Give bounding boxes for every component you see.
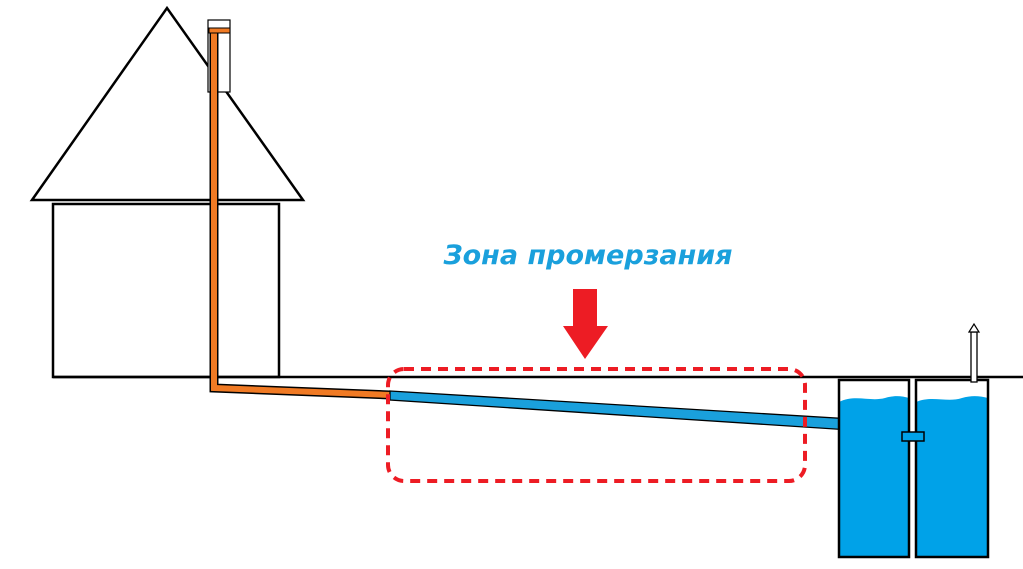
tank-vent-tip xyxy=(967,322,981,333)
vent-pipe-icon xyxy=(208,27,391,400)
down-arrow-icon xyxy=(563,289,608,359)
house-icon xyxy=(29,5,306,379)
house-wall xyxy=(51,202,281,379)
tank-chamber-2-water xyxy=(916,396,988,557)
frost-zone-boundary xyxy=(386,367,807,483)
septic-tank-icon xyxy=(837,378,990,559)
warm-pipe-fill xyxy=(211,28,391,398)
tank-chamber-2 xyxy=(914,378,990,559)
house-roof xyxy=(29,5,306,202)
frost-zone-label: Зона промерзания xyxy=(442,240,732,271)
vent-cap-icon xyxy=(967,322,981,383)
tank-vent-pipe xyxy=(970,331,978,383)
vent-top-cap xyxy=(208,27,231,34)
cold-pipe-body xyxy=(389,390,853,431)
cold-pipe xyxy=(389,390,853,431)
tank-chamber-1-water xyxy=(839,396,909,557)
tank-chamber-1 xyxy=(837,378,911,559)
tank-overflow-pipe xyxy=(901,431,925,442)
